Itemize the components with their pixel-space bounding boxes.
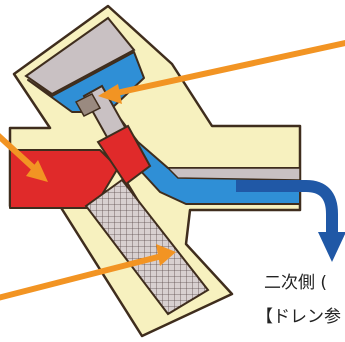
arrow-to-primary — [0, 133, 48, 182]
arrow-to-screen — [0, 244, 176, 301]
stem-detail — [74, 93, 102, 117]
arrow-to-stem — [98, 40, 345, 104]
strainer-screen — [84, 178, 210, 316]
seat-gap — [166, 167, 301, 181]
bonnet-cavity — [24, 16, 136, 96]
secondary-side-label: 二次側 ( — [264, 273, 328, 293]
outflow-arrow — [236, 180, 345, 262]
valve-disc — [96, 124, 152, 186]
drain-reference-label: 【ドレン参 — [256, 307, 341, 327]
